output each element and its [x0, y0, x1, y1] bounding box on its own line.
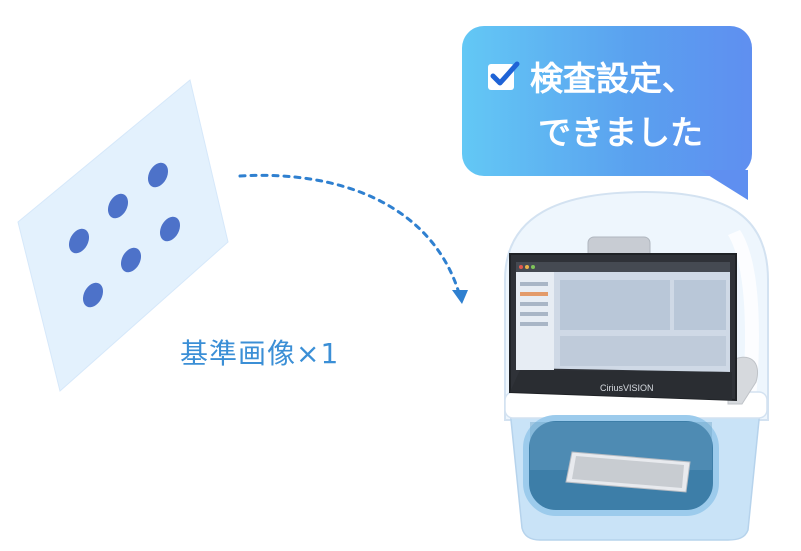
card-dot — [120, 247, 142, 273]
speech-bubble — [462, 26, 752, 176]
bubble-message-line2: できました — [538, 113, 703, 152]
device-brand: CiriusVISION — [600, 383, 654, 393]
card-dot — [82, 282, 104, 308]
dotted-arrow — [238, 173, 468, 304]
bubble-message-line1: 検査設定、 — [530, 59, 695, 98]
reference-image-label: 基準画像×1 — [180, 337, 340, 370]
card-dot — [107, 193, 129, 219]
card-dot — [147, 162, 169, 188]
card-dot — [68, 228, 90, 254]
inspection-machine-icon: CiriusVISION — [504, 190, 769, 541]
reference-image-card — [17, 79, 229, 392]
speech-bubble-tail — [700, 170, 748, 200]
checkbox-checked-icon — [488, 61, 520, 90]
card-dot — [159, 216, 181, 242]
